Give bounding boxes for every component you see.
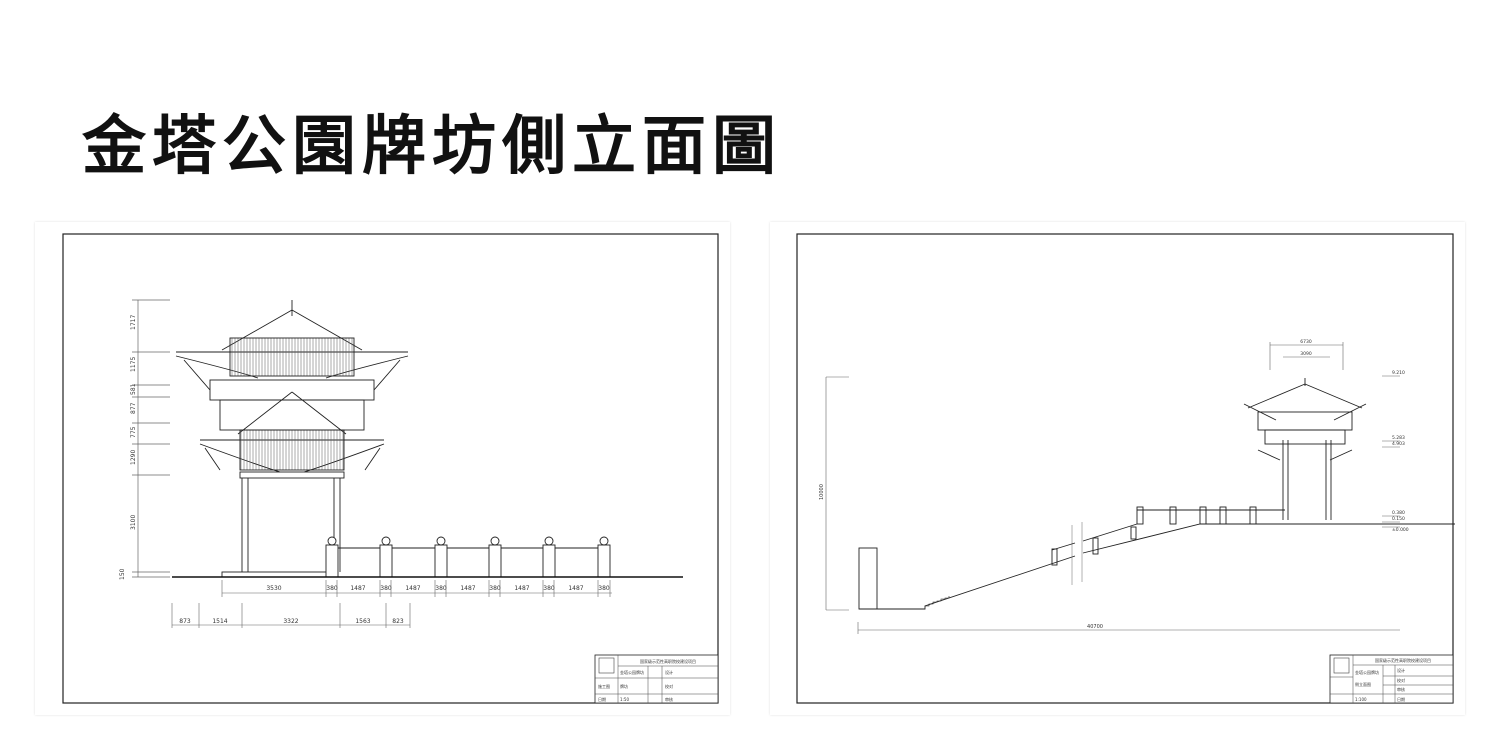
length-dim-label: 40700 <box>1087 624 1103 630</box>
dim-label: 380 <box>380 585 392 592</box>
elevation-label: 0.150 <box>1392 516 1405 522</box>
title-block-cell: 金塔公园牌坊 <box>1355 669 1379 675</box>
title-block-cell: 侧立面图 <box>1355 681 1371 687</box>
title-block-cell: 校对 <box>1397 677 1405 683</box>
elevation-label: 9.210 <box>1392 370 1405 376</box>
horizontal-dimension-chain <box>171 580 612 628</box>
elevation-label: 4.903 <box>1392 441 1405 447</box>
dim-label: 775 <box>130 426 137 438</box>
railing <box>325 536 611 578</box>
dim-label: 877 <box>130 402 137 414</box>
dim-label: 1175 <box>130 357 137 372</box>
title-block-cell: 金塔公园牌坊 <box>620 669 644 675</box>
dim-label: 380 <box>489 585 501 592</box>
stairway <box>858 506 1455 610</box>
dim-label: 380 <box>326 585 338 592</box>
dim-label: 581 <box>130 383 137 395</box>
title-block-cell: 审核 <box>1397 686 1405 692</box>
elevation-marks: 9.210 5.283 4.903 0.380 0.150 ±0.000 <box>1382 370 1409 533</box>
dim-label: 823 <box>392 618 404 625</box>
title-block-cell: 日期 <box>598 696 606 702</box>
top-dim-label: 6730 <box>1300 339 1312 345</box>
title-block: 国家级示范性高职院校建设项目 金塔公园牌坊 侧立面图 1:100 设计 校对 审… <box>1329 654 1454 704</box>
dim-label: 1290 <box>130 450 137 465</box>
height-dim-label: 10000 <box>819 484 825 500</box>
height-dimension <box>825 376 849 611</box>
title-block-cell: 设计 <box>665 669 673 675</box>
vertical-dimension-chain <box>132 299 170 578</box>
title-block-cell: 日期 <box>1397 696 1405 702</box>
dim-label: 380 <box>435 585 447 592</box>
logo-icon <box>1333 657 1350 674</box>
pavilion-side-elevation: 10000 40700 6730 3090 9.210 5.283 <box>796 233 1455 704</box>
drawing-frame <box>796 233 1454 704</box>
horizontal-dim-labels: 3530 380 1487 380 1487 380 1487 380 1487… <box>179 585 610 625</box>
dim-label: 1514 <box>212 618 227 625</box>
title-block-cell: 1:50 <box>620 697 629 702</box>
title-block-header: 国家级示范性高职院校建设项目 <box>1375 657 1431 663</box>
elevation-label: 5.283 <box>1392 435 1405 441</box>
pavilion-structure <box>175 300 409 578</box>
pavilion-front-elevation: 1717 1175 581 877 775 1290 3100 150 <box>62 233 719 704</box>
dim-label: 1487 <box>568 585 583 592</box>
title-block-header: 国家级示范性高职院校建设项目 <box>640 658 696 664</box>
dim-label: 1487 <box>460 585 475 592</box>
top-dim-label: 3090 <box>1300 351 1312 357</box>
logo-icon <box>598 657 615 674</box>
elevation-label: 0.380 <box>1392 510 1405 516</box>
title-block-cell: 施工图 <box>598 683 610 689</box>
dim-label: 3530 <box>266 585 281 592</box>
dim-label: 1487 <box>405 585 420 592</box>
left-drawing-sheet: 1717 1175 581 877 775 1290 3100 150 <box>35 222 730 715</box>
title-block-cell: 设计 <box>1397 667 1405 673</box>
right-drawing-sheet: 10000 40700 6730 3090 9.210 5.283 <box>770 222 1465 715</box>
dim-label: 380 <box>543 585 555 592</box>
dim-label: 1487 <box>514 585 529 592</box>
title-block-cell: 校对 <box>665 683 673 689</box>
dim-label: 1487 <box>350 585 365 592</box>
dim-label: 3322 <box>283 618 298 625</box>
title-block-cell: 审核 <box>665 696 673 702</box>
pavilion-side-structure <box>1243 378 1367 525</box>
page-title: 金塔公園牌坊側立面圖 <box>82 109 782 184</box>
elevation-label: ±0.000 <box>1392 527 1409 533</box>
title-block-cell: 1:100 <box>1355 697 1367 702</box>
title-block-cell: 牌坊 <box>620 683 628 689</box>
dim-label: 150 <box>119 568 126 580</box>
vertical-dim-labels: 1717 1175 581 877 775 1290 3100 150 <box>119 315 137 580</box>
dim-label: 380 <box>598 585 610 592</box>
dim-label: 1717 <box>130 315 137 330</box>
dim-label: 1563 <box>355 618 370 625</box>
top-dimensions <box>1269 342 1344 370</box>
dim-label: 873 <box>179 618 191 625</box>
dim-label: 3100 <box>130 515 137 530</box>
length-dimension <box>857 622 1400 634</box>
title-block: 国家级示范性高职院校建设项目 金塔公园牌坊 牌坊 1:50 设计 校对 审核 施… <box>594 654 719 704</box>
drawing-frame <box>62 233 719 704</box>
